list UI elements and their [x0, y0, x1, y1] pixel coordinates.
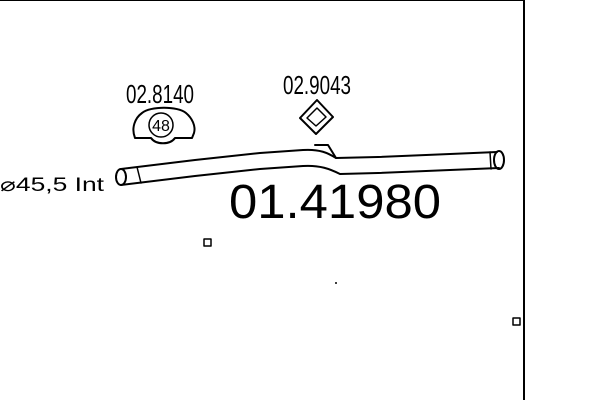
pipe-right-end — [493, 150, 505, 170]
frame-border — [0, 0, 525, 400]
clamp-part-number: 02.8140 — [126, 79, 194, 109]
pipe-right-sleeve — [489, 151, 492, 170]
marker-square — [203, 238, 212, 247]
clamp-size-label: 48 — [152, 118, 170, 135]
pipe-left-sleeve — [136, 166, 142, 184]
hanger-icon — [299, 99, 334, 135]
clamp-icon — [132, 106, 196, 145]
marker-dot — [335, 282, 337, 284]
pipe-part-number: 01.41980 — [229, 176, 441, 229]
hanger-part-number: 02.9043 — [283, 70, 351, 100]
clamp-ring-icon — [148, 112, 174, 138]
pipe-left-end — [115, 168, 127, 186]
pipe-hanger-bracket — [314, 144, 337, 159]
pipe-diameter-label: ⌀45,5 Int — [0, 175, 105, 196]
clamp-part: 02.8140 48 — [126, 79, 196, 145]
pipe-outline — [120, 148, 500, 186]
hanger-inner-icon — [306, 107, 327, 127]
exhaust-pipe: ⌀45,5 Int 01.41980 — [0, 144, 505, 229]
marker-square — [512, 317, 521, 326]
hanger-part: 02.9043 — [283, 70, 351, 135]
